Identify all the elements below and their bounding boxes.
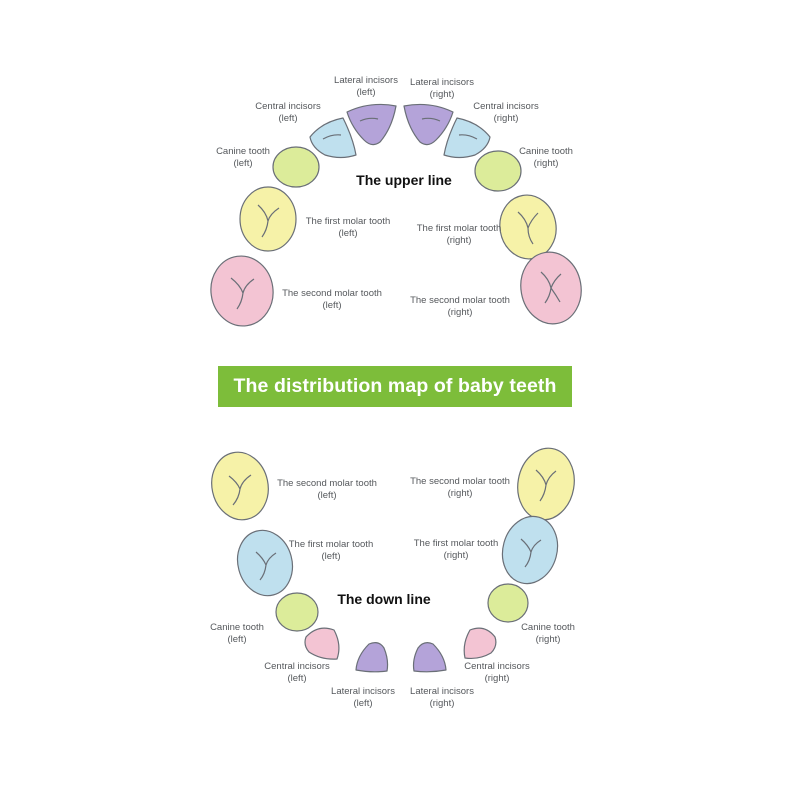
lower-central-incisor-right [463, 627, 497, 660]
upper-lateral-incisor-left [346, 103, 397, 146]
label-lower-canine-left: Canine tooth(left) [210, 622, 264, 645]
lower-second-molar-left [211, 451, 269, 521]
label-lower-lateral-incisors-left: Lateral incisors(left) [331, 686, 395, 709]
lower-lateral-incisor-right [412, 642, 447, 673]
upper-lateral-incisor-right [403, 103, 454, 146]
upper-central-incisor-left [309, 117, 357, 159]
label-upper-first-molar-left: The first molar tooth(left) [305, 216, 391, 239]
label-lower-first-molar-left: The first molar tooth(left) [288, 539, 374, 562]
label-upper-lateral-incisors-right: Lateral incisors(right) [410, 77, 474, 100]
lower-central-incisor-left [304, 627, 340, 660]
label-upper-second-molar-left: The second molar tooth(left) [282, 288, 382, 311]
upper-central-incisor-right [443, 117, 491, 159]
upper-canine-left [272, 146, 320, 188]
label-upper-canine-right: Canine tooth(right) [519, 146, 573, 169]
label-upper-central-incisors-right: Central incisors(right) [473, 101, 539, 124]
title-banner: The distribution map of baby teeth [218, 366, 572, 407]
label-upper-second-molar-right: The second molar tooth(right) [410, 295, 510, 318]
label-lower-central-incisors-left: Central incisors(left) [264, 661, 330, 684]
label-upper-canine-left: Canine tooth(left) [216, 146, 270, 169]
label-lower-central-incisors-right: Central incisors(right) [464, 661, 530, 684]
upper-line-heading: The upper line [356, 172, 452, 188]
label-lower-second-molar-left: The second molar tooth(left) [277, 478, 377, 501]
lower-lateral-incisor-left [355, 642, 389, 673]
label-upper-lateral-incisors-left: Lateral incisors(left) [334, 75, 398, 98]
lower-canine-right [487, 583, 529, 623]
label-lower-first-molar-right: The first molar tooth(right) [413, 538, 499, 561]
label-lower-canine-right: Canine tooth(right) [521, 622, 575, 645]
down-line-heading: The down line [337, 591, 431, 607]
upper-canine-right [474, 150, 522, 192]
label-upper-central-incisors-left: Central incisors(left) [255, 101, 321, 124]
label-lower-lateral-incisors-right: Lateral incisors(right) [410, 686, 474, 709]
label-upper-first-molar-right: The first molar tooth(right) [416, 223, 502, 246]
label-lower-second-molar-right: The second molar tooth(right) [410, 476, 510, 499]
lower-canine-left [275, 592, 319, 632]
